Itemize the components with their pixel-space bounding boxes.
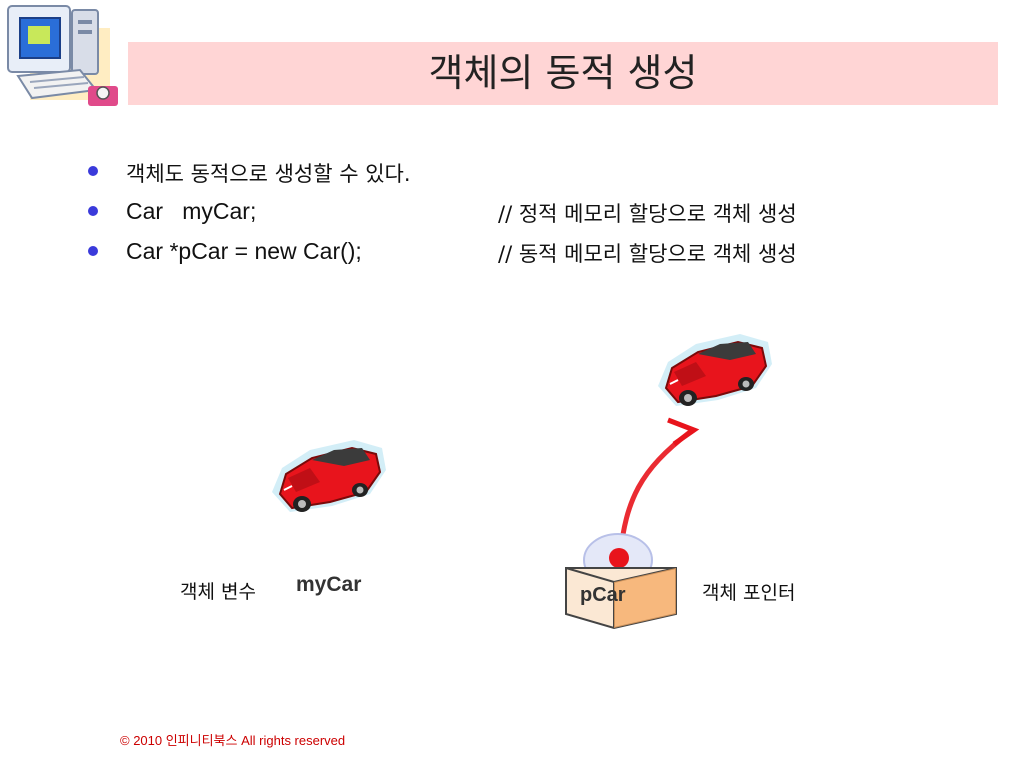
bullet-icon xyxy=(88,206,98,216)
pointer-object-label: 객체 포인터 xyxy=(702,582,796,604)
code-text: Car myCar; xyxy=(126,198,257,224)
computer-logo-icon xyxy=(7,5,118,106)
copyright-footer: © 2010 인피니티북스 All rights reserved xyxy=(120,733,346,748)
code-comment: // 동적 메모리 할당으로 객체 생성 xyxy=(498,242,797,266)
list-item: Car myCar; // 정적 메모리 할당으로 객체 생성 xyxy=(88,198,988,238)
list-item: 객체도 동적으로 생성할 수 있다. xyxy=(88,158,988,198)
static-object-label: 객체 변수 xyxy=(180,581,256,603)
bullet-text: 객체도 동적으로 생성할 수 있다. xyxy=(126,162,411,186)
pointer-origin-dot xyxy=(609,548,629,568)
code-comment: // 정적 메모리 할당으로 객체 생성 xyxy=(498,202,797,226)
car-dynamic-icon xyxy=(657,333,773,407)
page-title: 객체의 동적 생성 xyxy=(428,51,698,95)
car-static-icon xyxy=(271,439,387,513)
list-item: Car *pCar = new Car(); // 동적 메모리 할당으로 객체… xyxy=(88,238,988,278)
bullet-list: 객체도 동적으로 생성할 수 있다. Car myCar; // 정적 메모리 … xyxy=(88,158,988,278)
arrow-head-icon xyxy=(667,417,700,447)
bullet-icon xyxy=(88,166,98,176)
bullet-icon xyxy=(88,246,98,256)
pointer-variable-name: pCar xyxy=(580,584,626,606)
static-variable-name: myCar xyxy=(296,573,362,596)
title-bar: 객체의 동적 생성 xyxy=(128,42,998,105)
code-text: Car *pCar = new Car(); xyxy=(126,238,362,264)
